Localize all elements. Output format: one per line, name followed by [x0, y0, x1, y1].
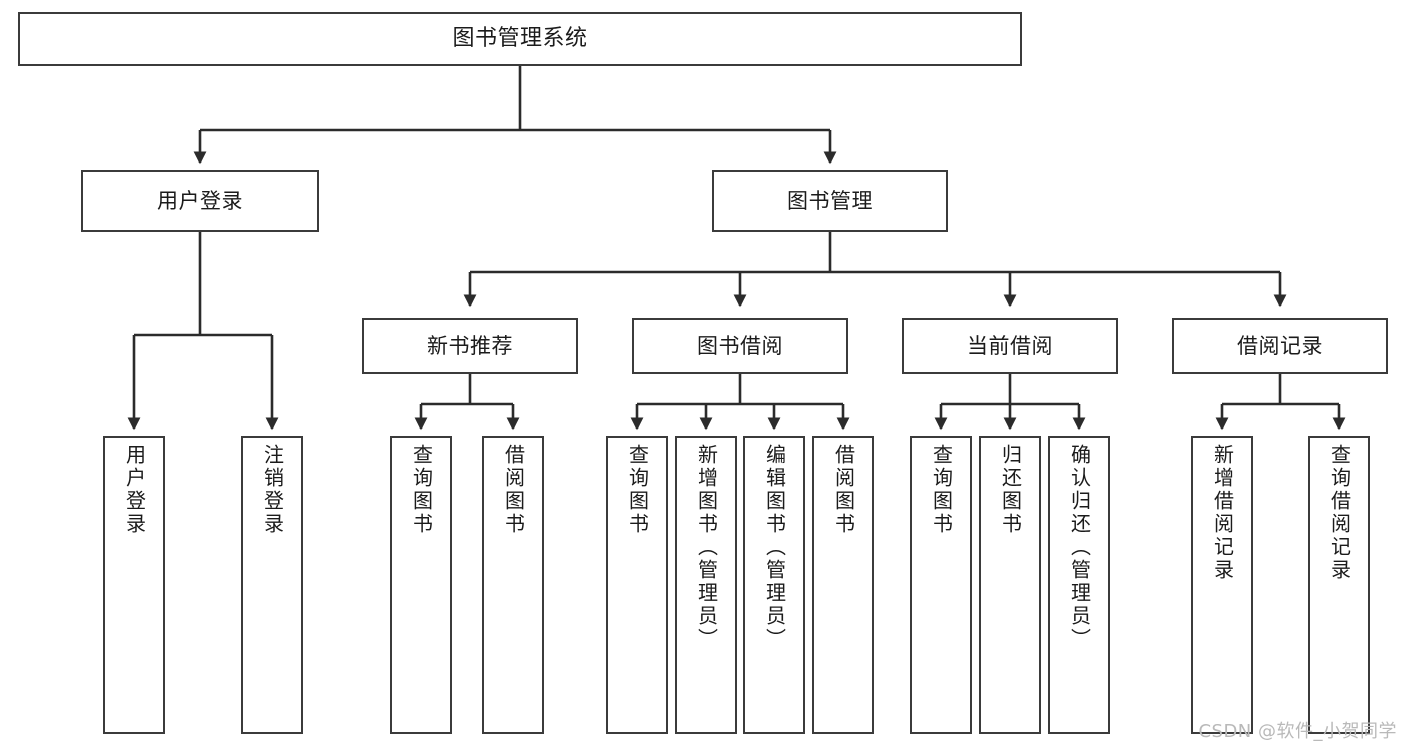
- leaf-br-query-record-label: 查询借阅记录: [1327, 444, 1352, 582]
- leaf-cb-query-book[interactable]: 查询图书: [910, 436, 972, 734]
- leaf-br-query-record[interactable]: 查询借阅记录: [1308, 436, 1370, 734]
- node-borrow-record-label: 借阅记录: [1237, 333, 1323, 358]
- leaf-br-add-record[interactable]: 新增借阅记录: [1191, 436, 1253, 734]
- leaf-bb-borrow-book[interactable]: 借阅图书: [812, 436, 874, 734]
- node-book-management[interactable]: 图书管理: [712, 170, 948, 232]
- leaf-bb-edit-book-label: 编辑图书（管理员）: [762, 444, 787, 651]
- node-borrow-record[interactable]: 借阅记录: [1172, 318, 1388, 374]
- leaf-cb-return-book[interactable]: 归还图书: [979, 436, 1041, 734]
- node-root[interactable]: 图书管理系统: [18, 12, 1022, 66]
- node-user-login[interactable]: 用户登录: [81, 170, 319, 232]
- leaf-cb-query-book-label: 查询图书: [929, 444, 954, 536]
- watermark: CSDN @软件_小贺同学: [1198, 721, 1397, 742]
- leaf-bb-add-book[interactable]: 新增图书（管理员）: [675, 436, 737, 734]
- node-new-book-recommend[interactable]: 新书推荐: [362, 318, 578, 374]
- leaf-cb-confirm-return[interactable]: 确认归还（管理员）: [1048, 436, 1110, 734]
- leaf-nb-query-book[interactable]: 查询图书: [390, 436, 452, 734]
- leaf-user-login[interactable]: 用户登录: [103, 436, 165, 734]
- node-book-borrow-label: 图书借阅: [697, 333, 783, 358]
- leaf-logout-label: 注销登录: [260, 444, 285, 536]
- node-root-label: 图书管理系统: [452, 26, 588, 52]
- node-current-borrow-label: 当前借阅: [967, 333, 1053, 358]
- leaf-bb-edit-book[interactable]: 编辑图书（管理员）: [743, 436, 805, 734]
- node-new-book-recommend-label: 新书推荐: [427, 333, 513, 358]
- leaf-cb-return-book-label: 归还图书: [998, 444, 1023, 536]
- node-user-login-label: 用户登录: [157, 188, 243, 213]
- leaf-bb-add-book-label: 新增图书（管理员）: [694, 444, 719, 651]
- leaf-br-add-record-label: 新增借阅记录: [1210, 444, 1235, 582]
- leaf-logout[interactable]: 注销登录: [241, 436, 303, 734]
- leaf-bb-borrow-book-label: 借阅图书: [831, 444, 856, 536]
- leaf-nb-query-book-label: 查询图书: [409, 444, 434, 536]
- leaf-cb-confirm-return-label: 确认归还（管理员）: [1067, 444, 1092, 651]
- leaf-bb-query-book-label: 查询图书: [625, 444, 650, 536]
- node-book-borrow[interactable]: 图书借阅: [632, 318, 848, 374]
- node-current-borrow[interactable]: 当前借阅: [902, 318, 1118, 374]
- leaf-bb-query-book[interactable]: 查询图书: [606, 436, 668, 734]
- leaf-nb-borrow-book[interactable]: 借阅图书: [482, 436, 544, 734]
- leaf-nb-borrow-book-label: 借阅图书: [501, 444, 526, 536]
- node-book-management-label: 图书管理: [787, 188, 873, 213]
- leaf-user-login-label: 用户登录: [122, 444, 147, 536]
